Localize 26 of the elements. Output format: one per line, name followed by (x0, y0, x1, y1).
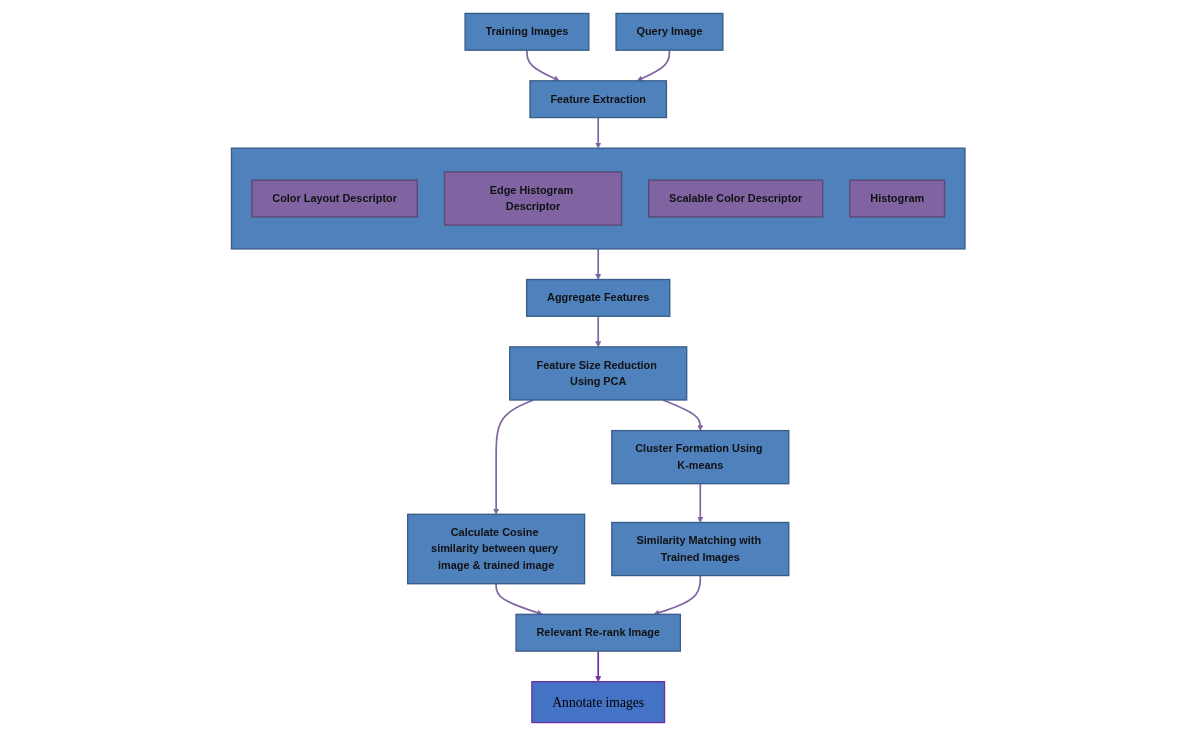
node-box: Color Layout Descriptor (251, 179, 419, 218)
node-box: Edge Histogram Descriptor (444, 171, 623, 226)
arrow (526, 49, 560, 82)
arrow (595, 248, 602, 280)
arrow (637, 49, 671, 82)
cluster (231, 147, 966, 250)
node-box: Annotate images (531, 681, 666, 724)
arrow (495, 582, 544, 616)
node-box: Scalable Color Descriptor (648, 179, 824, 218)
node-box: Cluster Formation Using K-means (611, 429, 790, 485)
node-box: Query Image (615, 12, 724, 51)
arrow (653, 574, 702, 616)
node-box: Aggregate Features (526, 278, 671, 317)
arrow (595, 315, 602, 348)
node-box: Feature Size Reduction Using PCA (509, 346, 688, 401)
node-box: Training Images (464, 12, 590, 51)
arrow (595, 116, 602, 149)
arrow (662, 399, 704, 431)
node-box: Histogram (849, 179, 946, 218)
node-box: Relevant Re-rank Image (515, 613, 682, 652)
arrow (595, 650, 602, 682)
arrow (493, 399, 535, 515)
node-box: Calculate Cosine similarity between query image & trained image (407, 513, 586, 585)
node-box: Feature Extraction (529, 80, 668, 119)
node-box: Similarity Matching with Trained Images (611, 521, 790, 577)
arrow (697, 482, 704, 523)
